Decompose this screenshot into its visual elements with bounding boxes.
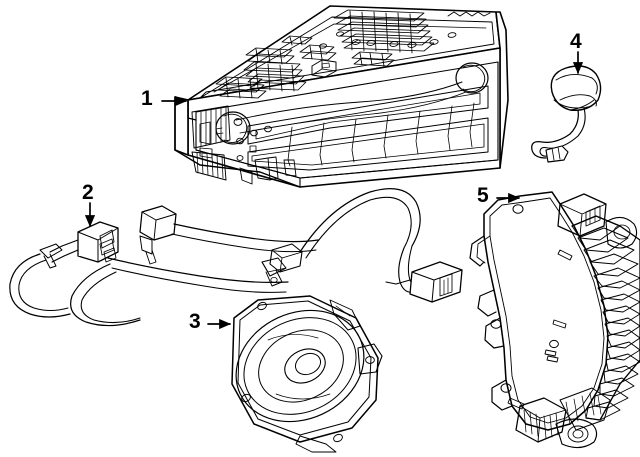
callout-arrows: [84, 51, 584, 330]
callout-number-4: 4: [570, 30, 582, 53]
callout-number-1: 1: [141, 87, 153, 110]
part-oval-speaker: [231, 295, 383, 453]
callout-number-3: 3: [189, 310, 201, 333]
part-amplifier: [469, 191, 640, 449]
part-wiring-harness: [9, 188, 463, 327]
part-antenna-module: [531, 65, 602, 163]
callout-number-2: 2: [82, 181, 94, 204]
part-radio-head-unit: [174, 5, 509, 188]
callout-number-5: 5: [477, 184, 489, 207]
